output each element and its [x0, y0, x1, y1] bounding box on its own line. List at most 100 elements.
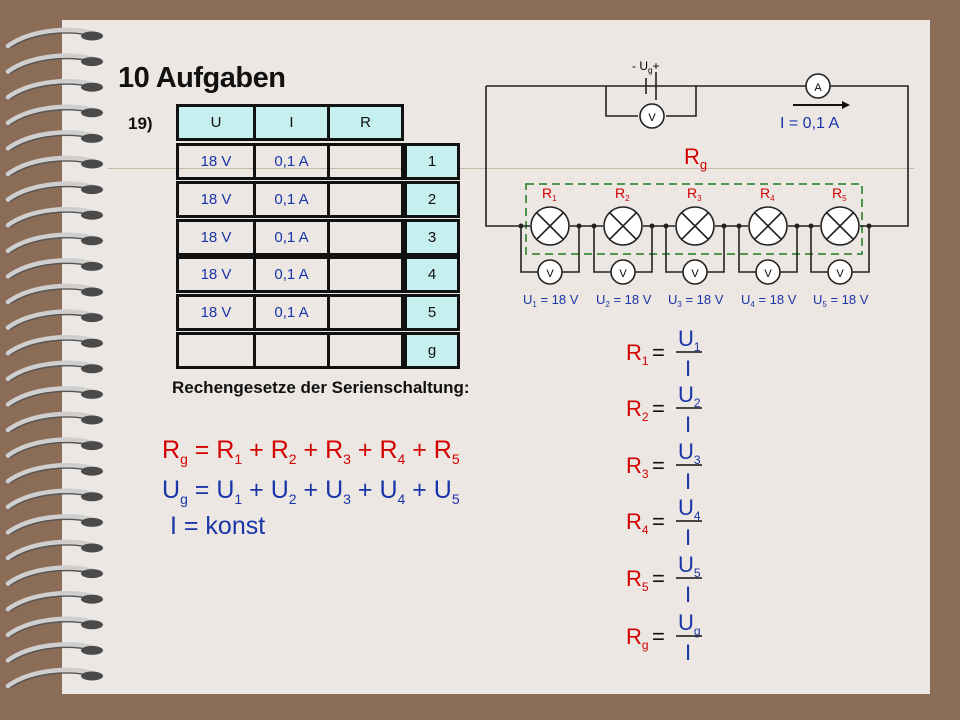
fraction-numerator: U3 — [678, 439, 701, 467]
spiral-ring — [5, 437, 103, 459]
fraction-equals: = — [652, 624, 665, 649]
spiral-ring — [5, 386, 103, 407]
spiral-ring — [5, 53, 103, 75]
spiral-ring — [5, 667, 103, 689]
spiral-binding — [5, 27, 103, 689]
fraction-denominator: I — [685, 469, 691, 494]
spiral-ring — [5, 360, 103, 382]
spiral-ring — [5, 258, 103, 279]
table-header-r: R — [327, 104, 404, 141]
fraction-denominator: I — [685, 412, 691, 437]
spiral-ring — [5, 462, 103, 484]
fraction-equals: = — [652, 453, 665, 478]
spiral-ring — [5, 283, 103, 305]
fraction-lhs: R1 — [626, 340, 649, 368]
spiral-ring — [5, 104, 103, 126]
fraction-lhs: R5 — [626, 566, 649, 594]
table-header-u: U — [176, 104, 256, 141]
spiral-ring — [5, 565, 103, 587]
fraction-lhs: R2 — [626, 396, 649, 424]
table-row-label: 4 — [404, 256, 460, 293]
table-row-label: 1 — [404, 143, 460, 180]
table-cell-r — [327, 294, 404, 331]
fraction-numerator: U2 — [678, 382, 701, 410]
voltmeter-label: V — [546, 268, 554, 280]
table-cell-r — [327, 219, 404, 256]
spiral-ring — [5, 514, 103, 535]
spiral-ring — [5, 488, 103, 510]
voltmeter-label: V — [691, 268, 699, 280]
source-label: - Ug+ — [632, 59, 659, 75]
spiral-ring — [5, 155, 103, 177]
voltage-label: U5 = 18 V — [813, 292, 869, 309]
ruled-line — [108, 168, 914, 169]
spiral-ring — [5, 411, 103, 433]
ammeter-label: A — [814, 82, 822, 94]
fraction-numerator: U5 — [678, 552, 701, 580]
spiral-ring — [5, 206, 103, 228]
spiral-ring — [5, 539, 103, 561]
fraction-lhs: Rg — [626, 624, 649, 652]
fraction-denominator: I — [685, 525, 691, 550]
voltage-label: U3 = 18 V — [668, 292, 724, 309]
fraction-numerator: U1 — [678, 326, 701, 354]
fraction-r6: Rg= UgI — [626, 610, 702, 665]
table-header-i: I — [253, 104, 330, 141]
table-row-label: g — [404, 332, 460, 369]
fraction-equals: = — [652, 340, 665, 365]
source-voltmeter-label: V — [648, 112, 656, 124]
table-cell-r — [327, 256, 404, 293]
table-cell-r — [327, 332, 404, 369]
spiral-ring — [5, 232, 103, 254]
fraction-r3: R3= U3I — [626, 439, 702, 494]
fraction-equals: = — [652, 566, 665, 591]
table-row-label: 3 — [404, 219, 460, 256]
fraction-numerator: Ug — [678, 610, 701, 638]
spiral-ring — [5, 309, 103, 331]
table-cell-r — [327, 143, 404, 180]
spiral-ring — [5, 27, 103, 49]
fraction-denominator: I — [685, 582, 691, 607]
page-title: 10 Aufgaben — [118, 62, 286, 94]
fraction-equals: = — [652, 509, 665, 534]
spiral-ring — [5, 181, 103, 203]
spiral-ring — [5, 130, 103, 151]
fraction-denominator: I — [685, 640, 691, 665]
fraction-lhs: R3 — [626, 453, 649, 481]
spiral-ring — [5, 590, 103, 612]
spiral-ring — [5, 78, 103, 100]
fraction-r4: R4= U4I — [626, 495, 702, 550]
voltage-label: U4 = 18 V — [741, 292, 797, 309]
law-voltage: Ug = U1 + U2 + U3 + U4 + U5 — [162, 476, 460, 507]
table-cell-r — [327, 181, 404, 218]
section-heading: Rechengesetze der Serienschaltung: — [172, 378, 470, 397]
fraction-r5: R5= U5I — [626, 552, 702, 607]
voltmeter-label: V — [619, 268, 627, 280]
spiral-ring — [5, 334, 103, 356]
fraction-lhs: R4 — [626, 509, 649, 537]
law-current: I = konst — [170, 512, 265, 540]
voltage-label: U2 = 18 V — [596, 292, 652, 309]
rg-dashed-box — [525, 183, 863, 255]
task-number: 19) — [128, 114, 153, 133]
table-row-label: 2 — [404, 181, 460, 218]
table-row-label: 5 — [404, 294, 460, 331]
voltage-label: U1 = 18 V — [523, 292, 579, 309]
fraction-numerator: U4 — [678, 495, 701, 523]
fraction-denominator: I — [685, 356, 691, 381]
fraction-equals: = — [652, 396, 665, 421]
fraction-r2: R2= U2I — [626, 382, 702, 437]
voltmeter-label: V — [836, 268, 844, 280]
current-label: I = 0,1 A — [780, 115, 839, 132]
spiral-ring — [5, 616, 103, 638]
voltmeter-label: V — [764, 268, 772, 280]
fraction-r1: R1= U1I — [626, 326, 702, 381]
spiral-ring — [5, 642, 103, 663]
law-resistance: Rg = R1 + R2 + R3 + R4 + R5 — [162, 436, 460, 467]
